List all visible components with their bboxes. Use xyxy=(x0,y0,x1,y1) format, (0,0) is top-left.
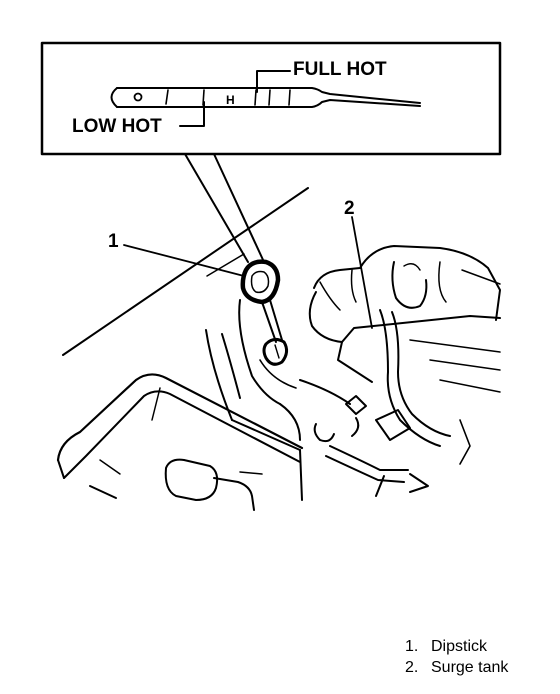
legend-item-label: Dipstick xyxy=(431,638,488,655)
callout-2-number: 2 xyxy=(344,198,355,219)
legend-item-surge-tank: 2. Surge tank xyxy=(405,657,508,678)
dipstick-handle-icon xyxy=(240,259,289,366)
full-hot-label: FULL HOT xyxy=(293,59,387,80)
dipstick-blade-icon: H xyxy=(110,87,421,108)
battery-tray-icon xyxy=(56,373,304,499)
callout-1-leader xyxy=(123,244,245,277)
low-hot-label: LOW HOT xyxy=(72,116,162,137)
legend: 1. Dipstick 2. Surge tank xyxy=(405,636,508,678)
legend-item-number: 1. xyxy=(405,638,419,655)
svg-text:H: H xyxy=(226,93,235,107)
surge-tank-icon xyxy=(308,245,501,393)
inset-pointer-right xyxy=(213,153,265,263)
engine-block-icon xyxy=(205,299,303,501)
hose-assembly-icon xyxy=(299,309,471,497)
legend-item-label: Surge tank xyxy=(431,659,509,676)
legend-item-dipstick: 1. Dipstick xyxy=(405,636,508,657)
low-hot-leader xyxy=(179,101,205,127)
callout-1-number: 1 xyxy=(108,231,119,252)
inset-frame xyxy=(40,41,502,156)
fender-line xyxy=(62,187,309,356)
legend-item-number: 2. xyxy=(405,659,419,676)
callout-2-leader xyxy=(351,216,373,329)
connector-plug-icon xyxy=(164,458,263,511)
inset-pointer-left xyxy=(184,153,249,263)
full-hot-leader xyxy=(256,70,291,93)
